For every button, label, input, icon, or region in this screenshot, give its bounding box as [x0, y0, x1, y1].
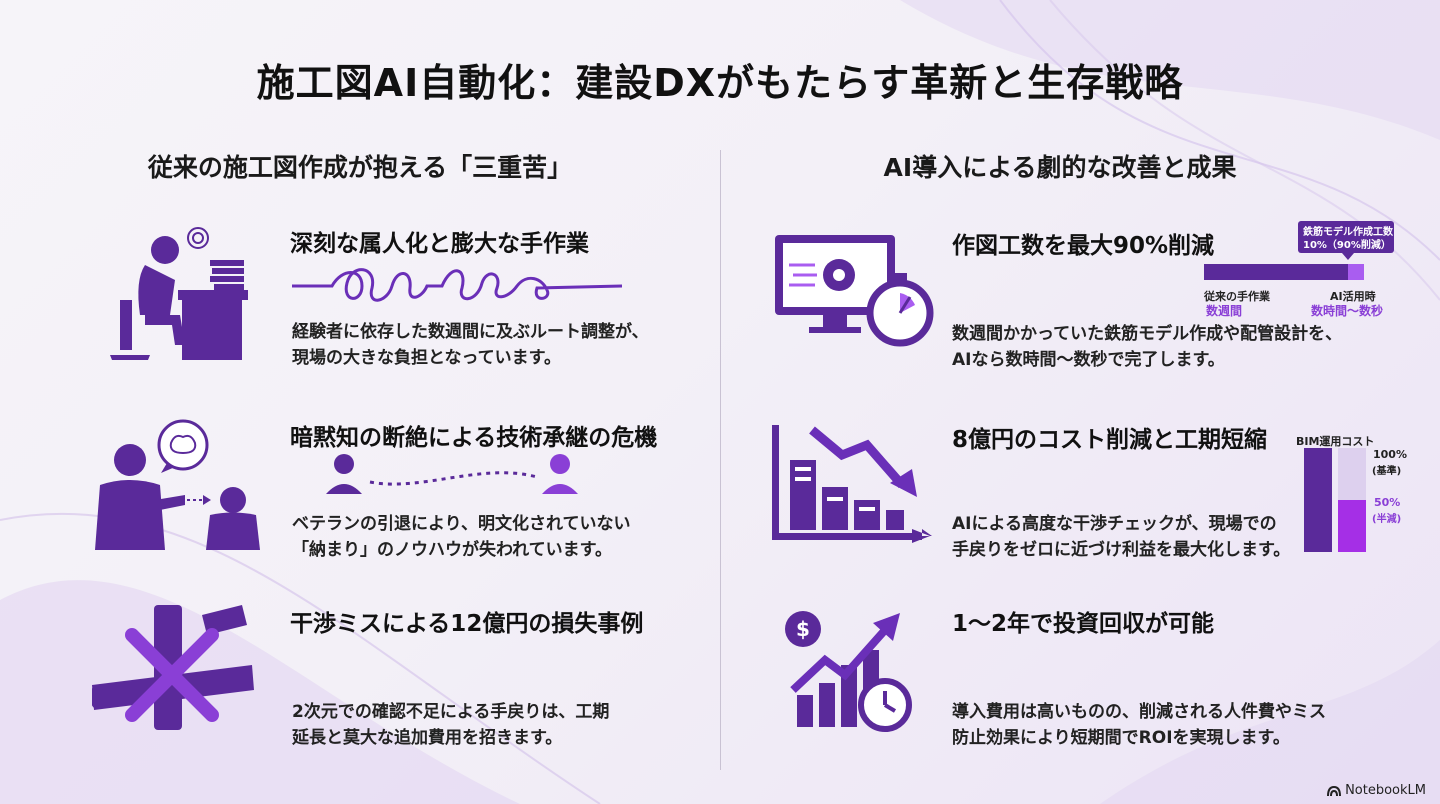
page-title: 施工図AI自動化：建設DXがもたらす革新と生存戦略 — [256, 61, 1184, 105]
half-label: 50% — [1374, 496, 1401, 509]
manual-label: 従来の手作業 — [1204, 290, 1270, 303]
watermark-text: NotebookLM — [1345, 783, 1426, 798]
right-item-1-heading: 作図工数を最大90%削減 — [952, 233, 1215, 259]
right-item-2-line-1: AIによる高度な干渉チェックが、現場での — [952, 514, 1277, 534]
left-item-2-line-1: ベテランの引退により、明文化されていない — [292, 514, 631, 534]
ai-label: AI活用時 — [1330, 290, 1376, 303]
tangled-line-icon — [292, 268, 622, 302]
manual-value: 数週間 — [1206, 304, 1243, 318]
left-item-2-line-2: 「納まり」のノウハウが失われています。 — [292, 540, 612, 560]
left-item-1-heading: 深刻な属人化と膨大な手作業 — [290, 231, 589, 257]
monitor-stopwatch-icon — [775, 235, 934, 347]
right-item-2-heading: 8億円のコスト削減と工期短縮 — [952, 427, 1268, 453]
base-sub: (基準) — [1372, 466, 1402, 477]
right-item-3-line-2: 防止効果により短期間でROIを実現します。 — [952, 728, 1290, 748]
left-item-1-line-1: 経験者に依存した数週間に及ぶルート調整が、 — [292, 322, 649, 342]
pipe-clash-icon — [92, 605, 254, 730]
overworked-person-icon — [110, 227, 248, 360]
notebooklm-watermark: NotebookLM — [1327, 783, 1426, 798]
left-item-1-line-2: 現場の大きな負担となっています。 — [292, 348, 561, 368]
bim-cost-chart — [1304, 448, 1366, 552]
callout-line-2: 10%（90%削減） — [1303, 240, 1391, 251]
right-item-2-line-2: 手戻りをゼロに近づけ利益を最大化します。 — [952, 540, 1291, 560]
left-item-3-line-2: 延長と莫大な追加費用を招きます。 — [292, 728, 563, 748]
cost-down-chart-icon — [772, 425, 932, 543]
bar-half — [1338, 500, 1366, 552]
left-item-3-heading: 干渉ミスによる12億円の損失事例 — [290, 611, 644, 637]
bar-ai — [1348, 264, 1364, 280]
right-item-3-heading: 1〜2年で投資回収が可能 — [952, 611, 1215, 637]
callout-line-1: 鉄筋モデル作成工数 — [1303, 227, 1393, 238]
svg-text:$: $ — [796, 617, 810, 641]
left-item-2-heading: 暗黙知の断絶による技術承継の危機 — [290, 425, 658, 451]
effort-reduction-chart — [1204, 221, 1394, 280]
veteran-to-newcomer-icon — [326, 454, 578, 494]
notebooklm-logo-icon — [1327, 785, 1342, 796]
bim-cost-title: BIM運用コスト — [1296, 435, 1375, 448]
column-divider — [720, 150, 721, 770]
left-item-3-line-1: 2次元での確認不足による手戻りは、工期 — [292, 702, 610, 722]
base-label: 100% — [1373, 448, 1407, 461]
investment-return-icon: $ — [785, 611, 912, 732]
right-column-heading: AI導入による劇的な改善と成果 — [883, 153, 1237, 182]
right-item-1-line-2: AIなら数時間〜数秒で完了します。 — [952, 350, 1225, 370]
half-sub: (半減) — [1372, 514, 1402, 525]
right-item-1-line-1: 数週間かかっていた鉄筋モデル作成や配管設計を、 — [952, 324, 1343, 344]
bar-base — [1304, 448, 1332, 552]
ai-value: 数時間〜数秒 — [1311, 304, 1384, 318]
bar-manual — [1204, 264, 1348, 280]
left-column-heading: 従来の施工図作成が抱える「三重苦」 — [147, 153, 573, 182]
callout-box — [1298, 221, 1394, 253]
knowledge-transfer-icon — [95, 419, 260, 550]
right-item-3-line-1: 導入費用は高いものの、削減される人件費やミス — [952, 702, 1326, 722]
